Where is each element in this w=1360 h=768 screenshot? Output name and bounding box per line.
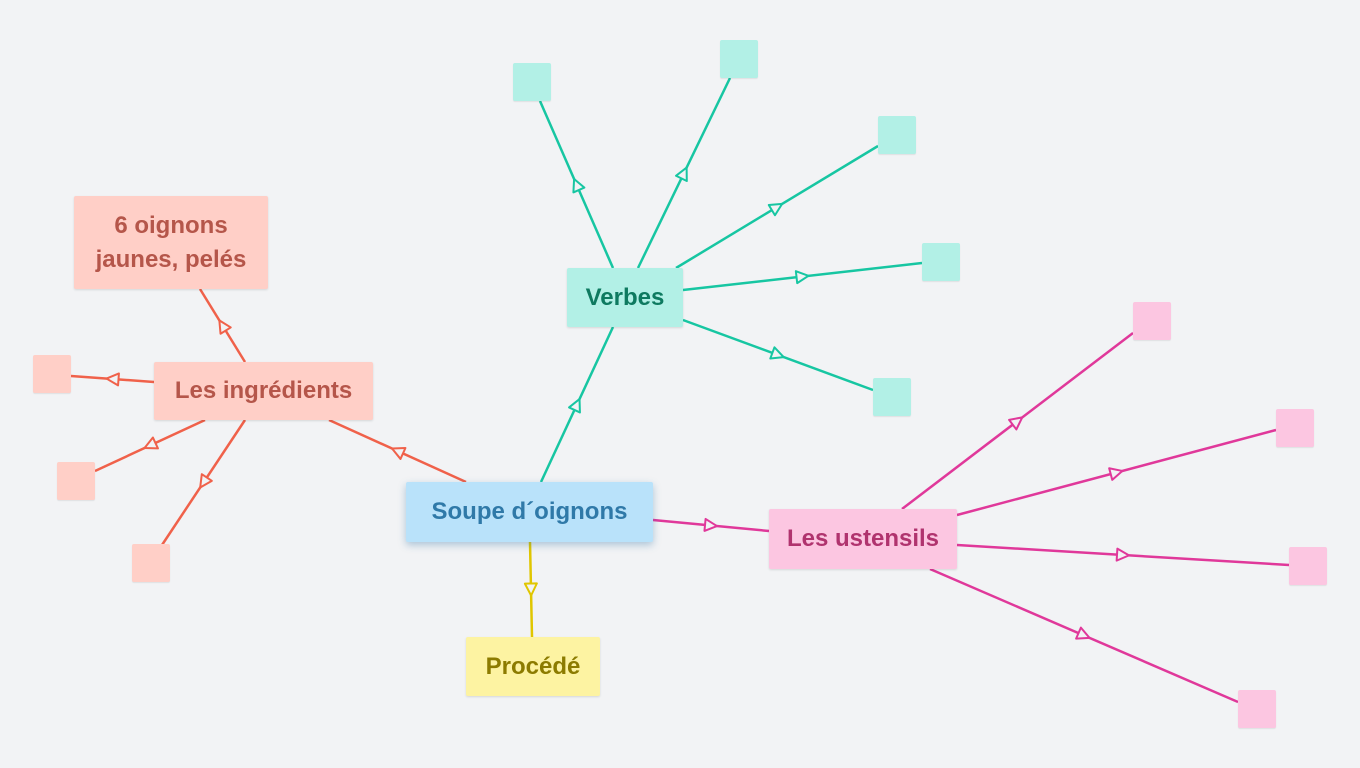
empty-subtopic-ustensils-2[interactable] [1276, 409, 1314, 447]
arrowhead-icon [1008, 416, 1024, 431]
connector-ingredients-onions [198, 288, 247, 363]
connector-verbes-leaf4 [682, 261, 923, 292]
connector-ingredients-leaf1 [70, 372, 155, 387]
empty-subtopic-ustensils-1[interactable] [1133, 302, 1171, 340]
arrowhead-icon [218, 319, 232, 335]
connector-verbes-leaf2 [636, 77, 732, 269]
arrowhead-icon [1115, 547, 1130, 562]
arrowhead-icon [523, 582, 538, 597]
topic-ustensils[interactable]: Les ustensils [769, 509, 957, 569]
subtopic-onions-line2: jaunes, pelés [95, 245, 247, 273]
empty-subtopic-ingredient-3[interactable] [132, 544, 170, 582]
arrowhead-icon [769, 346, 785, 360]
empty-subtopic-verbes-4[interactable] [922, 243, 960, 281]
arrowhead-icon [1075, 626, 1091, 640]
central-topic-label: Soupe d´oignons [431, 498, 628, 525]
arrowhead-icon [767, 202, 784, 217]
empty-subtopic-verbes-1[interactable] [513, 63, 551, 101]
topic-procede-label: Procédé [485, 652, 581, 680]
connector-central-ustensils [652, 517, 770, 533]
arrowhead-icon [105, 372, 120, 387]
central-topic[interactable]: Soupe d´oignons [406, 482, 653, 542]
empty-subtopic-verbes-5[interactable] [873, 378, 911, 416]
arrowhead-icon [143, 436, 159, 450]
connector-ustensils-leaf1 [901, 332, 1134, 510]
arrowhead-icon [674, 166, 688, 183]
connector-ustensils-leaf3 [956, 543, 1290, 567]
connector-verbes-leaf3 [675, 144, 879, 270]
connector-central-procede [523, 541, 538, 638]
topic-verbes[interactable]: Verbes [567, 268, 683, 327]
empty-subtopic-ingredient-1[interactable] [33, 355, 71, 393]
topic-ustensils-label: Les ustensils [786, 525, 940, 552]
connector-ustensils-leaf4 [929, 567, 1239, 704]
arrowhead-icon [391, 447, 407, 460]
subtopic-onions-line1: 6 oignons [114, 211, 228, 239]
connector-ingredients-leaf2 [94, 418, 206, 473]
empty-subtopic-verbes-2[interactable] [720, 40, 758, 78]
topic-procede[interactable]: Procédé [466, 637, 600, 696]
arrowhead-icon [568, 398, 581, 414]
arrowhead-icon [1108, 467, 1124, 481]
topic-ingredients-label: Les ingrédients [174, 377, 353, 404]
arrowhead-icon [703, 517, 718, 532]
arrowhead-icon [572, 178, 586, 194]
connector-ingredients-leaf3 [160, 419, 247, 546]
connector-verbes-leaf1 [538, 100, 615, 269]
empty-subtopic-ustensils-3[interactable] [1289, 547, 1327, 585]
connector-central-ingredients [328, 418, 467, 484]
arrowhead-icon [794, 270, 810, 285]
connector-central-verbes [539, 326, 615, 483]
connector-ustensils-leaf2 [956, 428, 1277, 517]
connector-verbes-leaf5 [682, 318, 874, 392]
empty-subtopic-ustensils-4[interactable] [1238, 690, 1276, 728]
empty-subtopic-verbes-3[interactable] [878, 116, 916, 154]
subtopic-onions[interactable]: 6 oignons jaunes, pelés [74, 196, 268, 289]
empty-subtopic-ingredient-2[interactable] [57, 462, 95, 500]
topic-verbes-label: Verbes [585, 283, 665, 311]
arrowhead-icon [199, 473, 213, 489]
topic-ingredients[interactable]: Les ingrédients [154, 362, 373, 420]
